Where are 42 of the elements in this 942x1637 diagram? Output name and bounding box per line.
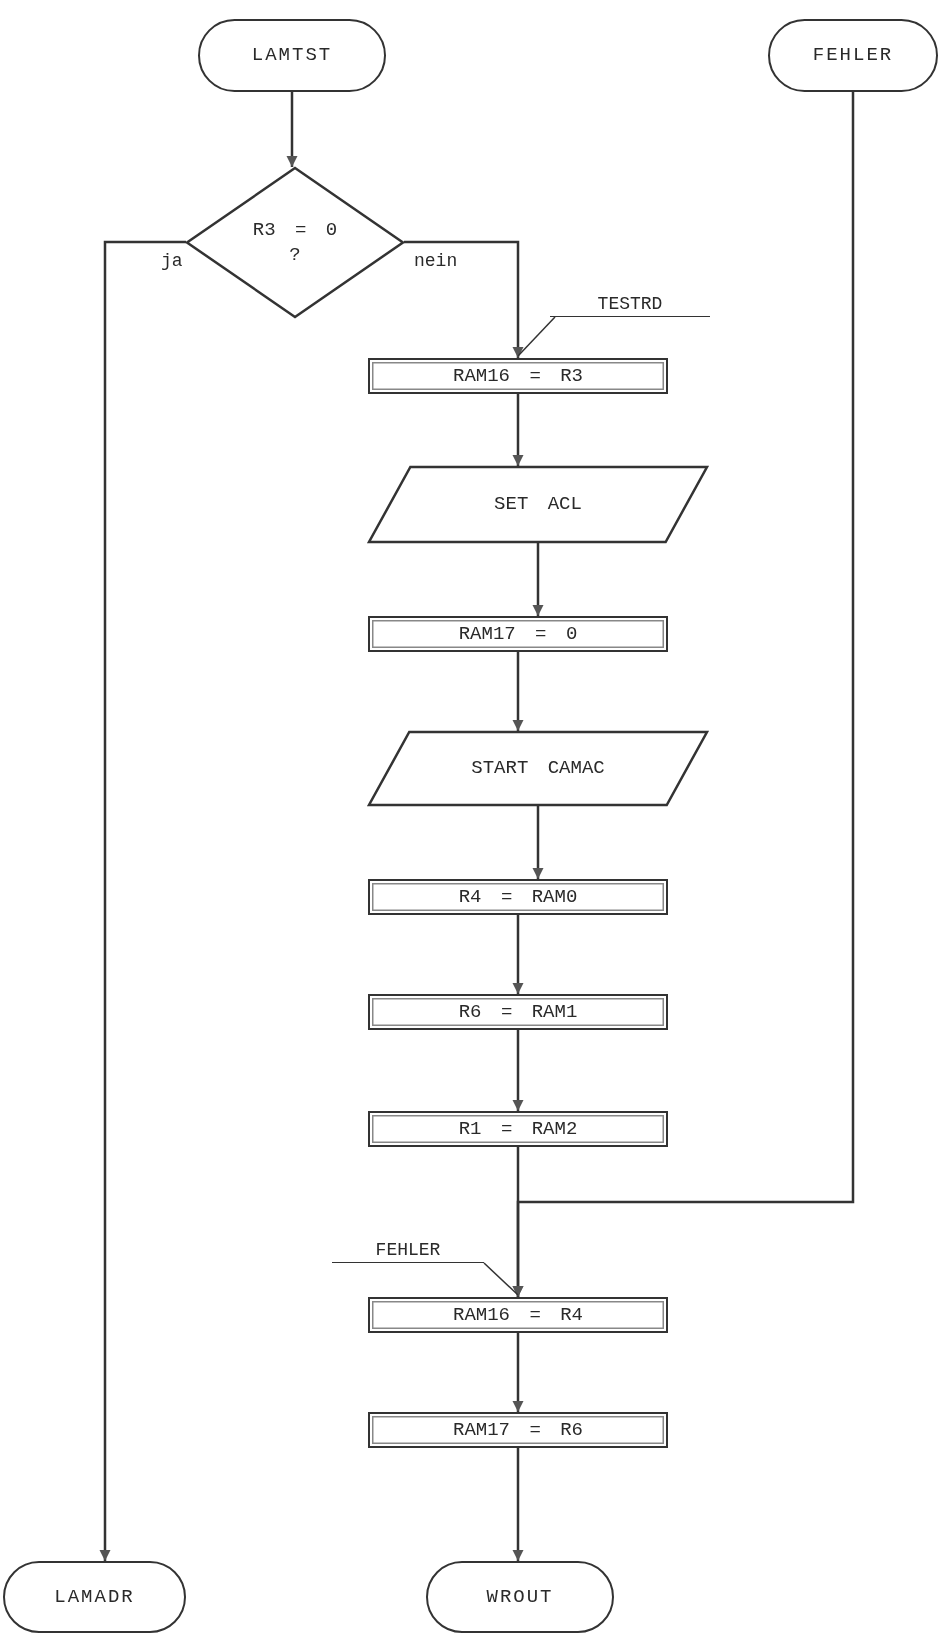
process-box bbox=[368, 1412, 668, 1448]
arrow bbox=[512, 1448, 524, 1561]
arrow bbox=[512, 652, 524, 731]
arrow bbox=[99, 240, 186, 1561]
node-label: RAM16 = R4 bbox=[453, 1302, 583, 1328]
leader-line bbox=[517, 316, 556, 357]
node-label: R6 = RAM1 bbox=[458, 999, 578, 1025]
edge-label: ja bbox=[160, 252, 184, 270]
node-label: LAMADR bbox=[54, 1584, 135, 1610]
io-parallelogram bbox=[368, 466, 708, 543]
process-box bbox=[368, 1111, 668, 1147]
arrow bbox=[532, 543, 544, 616]
node-label: RAM17 = R6 bbox=[453, 1417, 583, 1443]
node-label: TESTRD bbox=[597, 292, 663, 316]
arrow bbox=[286, 92, 298, 167]
arrow bbox=[512, 394, 524, 466]
arrow bbox=[404, 240, 524, 358]
process-box bbox=[368, 1297, 668, 1333]
io-parallelogram bbox=[368, 731, 708, 806]
arrow bbox=[512, 1333, 524, 1412]
node-label: RAM17 = 0 bbox=[458, 621, 578, 647]
process-box bbox=[368, 616, 668, 652]
node-label: R4 = RAM0 bbox=[458, 884, 578, 910]
node-label: FEHLER bbox=[375, 1238, 441, 1262]
question-mark: ? bbox=[289, 242, 301, 268]
arrow bbox=[512, 915, 524, 994]
process-box bbox=[368, 879, 668, 915]
node-label: START CAMAC bbox=[471, 756, 605, 781]
leader-line bbox=[483, 1262, 519, 1296]
node-label: FEHLER bbox=[812, 43, 894, 68]
decision-diamond bbox=[186, 167, 404, 318]
process-box bbox=[368, 358, 668, 394]
process-box bbox=[368, 994, 668, 1030]
node-label: LAMTST bbox=[251, 43, 333, 68]
node-label: R1 = RAM2 bbox=[458, 1116, 578, 1142]
node-label: R3 = 0 bbox=[252, 217, 338, 243]
node-label: RAM16 = R3 bbox=[453, 363, 583, 389]
arrow bbox=[532, 806, 544, 879]
node-label: WROUT bbox=[486, 1584, 554, 1610]
node-label: SET ACL bbox=[494, 492, 582, 517]
arrow bbox=[512, 92, 855, 1297]
arrow bbox=[512, 1030, 524, 1111]
